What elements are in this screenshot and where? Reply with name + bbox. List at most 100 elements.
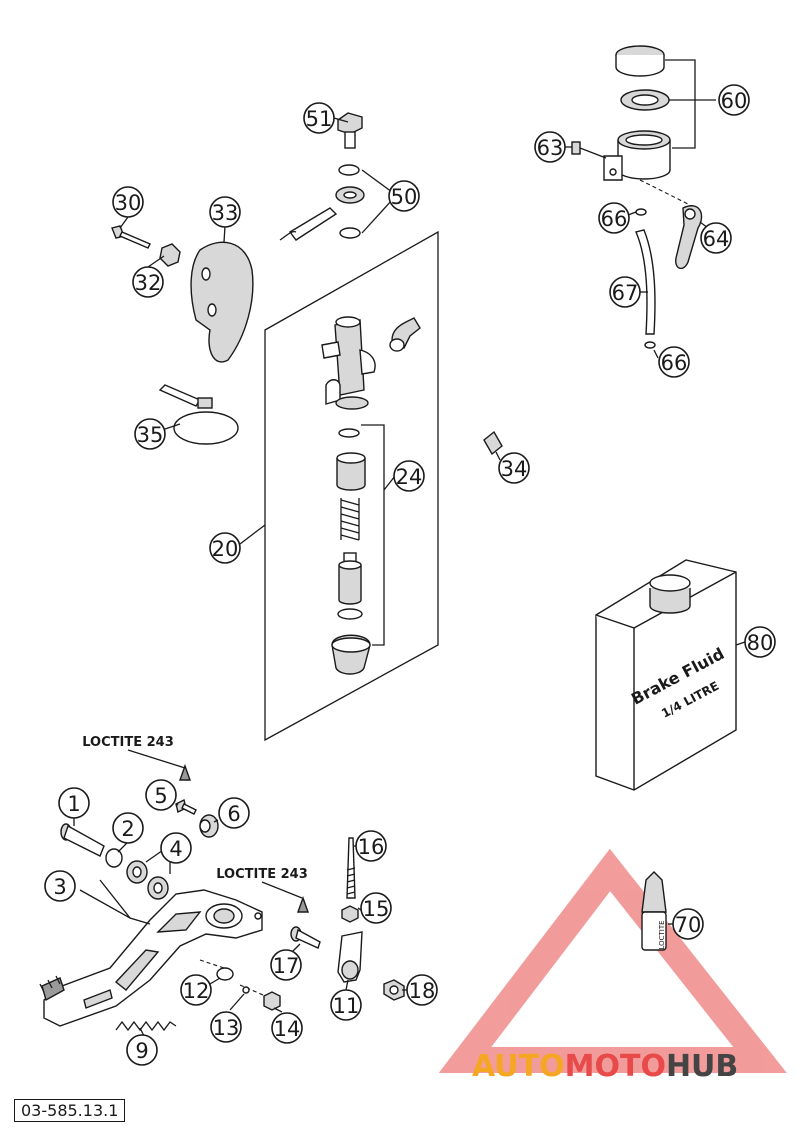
watermark-logo	[438, 848, 787, 1073]
hose-clamp-66-lower	[644, 341, 656, 349]
cotter-pin-13	[242, 986, 250, 994]
svg-text:24: 24	[396, 465, 423, 489]
svg-text:34: 34	[501, 457, 528, 481]
callout-13[interactable]: 13	[210, 1011, 242, 1043]
callout-11[interactable]: 11	[330, 989, 362, 1021]
svg-text:33: 33	[212, 201, 239, 225]
svg-text:50: 50	[391, 185, 418, 209]
loctite-note-1: LOCTITE 243	[82, 735, 174, 750]
svg-text:12: 12	[183, 979, 210, 1003]
threaded-rod-16	[346, 837, 356, 899]
leader-50	[361, 169, 393, 234]
nut-32	[159, 243, 181, 267]
callout-64[interactable]: 64	[700, 222, 732, 254]
svg-text:5: 5	[154, 784, 167, 808]
svg-text:9: 9	[135, 1039, 148, 1063]
svg-text:66: 66	[661, 351, 688, 375]
svg-text:1: 1	[67, 792, 80, 816]
svg-text:6: 6	[227, 802, 240, 826]
o-ring	[338, 428, 360, 438]
callout-63[interactable]: 63	[534, 131, 566, 163]
svg-text:35: 35	[137, 423, 164, 447]
svg-text:60: 60	[721, 89, 748, 113]
cable-tie-35	[158, 384, 239, 445]
bearing-4-first	[126, 860, 148, 884]
loctite-drop-1	[179, 763, 191, 781]
callout-80[interactable]: 80	[744, 626, 776, 658]
callout-2[interactable]: 2	[112, 812, 144, 844]
dust-boot	[331, 634, 371, 675]
callout-15[interactable]: 15	[360, 892, 392, 924]
callout-50[interactable]: 50	[388, 180, 420, 212]
brake-pedal-3	[39, 889, 263, 1027]
dashed-line-reservoir	[639, 179, 691, 206]
callout-17[interactable]: 17	[270, 949, 302, 981]
svg-text:11: 11	[333, 994, 360, 1018]
callout-9[interactable]: 9	[126, 1034, 158, 1066]
callout-32[interactable]: 32	[132, 266, 164, 298]
bolt-30	[111, 225, 151, 249]
svg-text:4: 4	[169, 837, 182, 861]
return-spring-9	[115, 1020, 177, 1032]
callout-70[interactable]: 70	[672, 908, 704, 940]
callout-24[interactable]: 24	[393, 460, 425, 492]
callout-60[interactable]: 60	[718, 84, 750, 116]
callout-34[interactable]: 34	[498, 452, 530, 484]
callout-18[interactable]: 18	[406, 974, 438, 1006]
svg-text:70: 70	[675, 913, 702, 937]
banjo-bolt-51	[337, 112, 363, 149]
callout-20[interactable]: 20	[209, 532, 241, 564]
hose-clamp-66-upper	[635, 208, 647, 216]
svg-text:18: 18	[409, 979, 436, 1003]
callout-4[interactable]: 4	[160, 832, 192, 864]
svg-text:3: 3	[53, 875, 66, 899]
svg-text:64: 64	[703, 227, 730, 251]
svg-text:13: 13	[213, 1016, 240, 1040]
svg-text:14: 14	[274, 1017, 301, 1041]
svg-text:16: 16	[358, 835, 385, 859]
screw-63	[571, 141, 607, 159]
brake-line-banjo	[279, 186, 365, 241]
bracket-64	[675, 205, 703, 269]
reservoir-body	[603, 130, 671, 181]
callout-35[interactable]: 35	[134, 418, 166, 450]
callout-51[interactable]: 51	[303, 102, 335, 134]
callout-1[interactable]: 1	[58, 787, 90, 819]
callout-30[interactable]: 30	[112, 186, 144, 218]
loctite-note-2: LOCTITE 243	[216, 867, 308, 882]
leader-loctite-1	[127, 749, 186, 769]
svg-text:67: 67	[612, 281, 639, 305]
callout-67[interactable]: 67	[609, 276, 641, 308]
svg-text:2: 2	[121, 817, 134, 841]
pivot-bolt-1	[60, 823, 105, 857]
callout-66-upper[interactable]: 66	[598, 202, 630, 234]
nut-14	[263, 991, 281, 1011]
nut-18	[383, 979, 405, 1001]
callout-16[interactable]: 16	[355, 830, 387, 862]
callout-12[interactable]: 12	[180, 974, 212, 1006]
callout-3[interactable]: 3	[44, 870, 76, 902]
master-cylinder-group-outline	[264, 230, 439, 742]
leader-24	[361, 424, 396, 646]
callout-6[interactable]: 6	[218, 797, 250, 829]
callout-66-lower[interactable]: 66	[658, 346, 690, 378]
brake-fluid-can: Brake Fluid 1/4 LITRE	[595, 559, 737, 791]
washer-50-upper	[338, 164, 360, 176]
svg-text:17: 17	[273, 954, 300, 978]
callout-14[interactable]: 14	[271, 1012, 303, 1044]
clip-34	[483, 430, 503, 456]
clevis-11	[337, 931, 363, 983]
nut-15	[341, 905, 359, 923]
hose-67	[635, 229, 656, 335]
leader-3	[79, 879, 151, 925]
circlip	[337, 608, 363, 620]
callout-5[interactable]: 5	[145, 779, 177, 811]
piston-sleeve	[336, 452, 366, 491]
leader-60-bracket	[665, 59, 696, 149]
svg-text:30: 30	[115, 191, 142, 215]
return-spring	[340, 498, 360, 541]
svg-text:80: 80	[747, 631, 774, 655]
callout-33[interactable]: 33	[209, 196, 241, 228]
